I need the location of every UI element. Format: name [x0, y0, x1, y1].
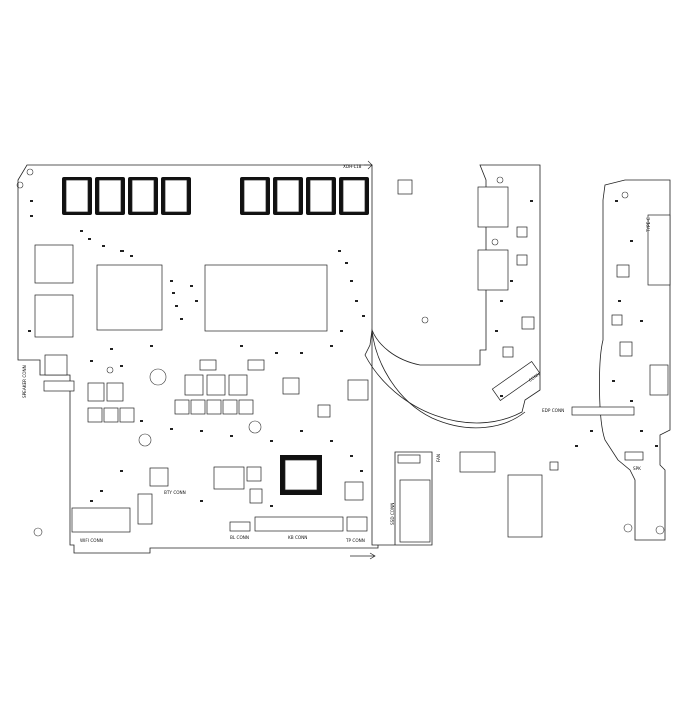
mid-chip-1 [516, 226, 528, 238]
mid-chip-2 [516, 254, 528, 266]
label-kb-conn: KB CONN [288, 535, 307, 540]
spk-connector [624, 451, 644, 461]
mounting-holes [16, 168, 665, 537]
ssd-connector [399, 479, 431, 543]
label-conn: CONN [528, 372, 541, 383]
memory-chips-right [240, 177, 369, 215]
label-type-c: TYPE-C [646, 217, 651, 233]
kb-connector [254, 516, 344, 532]
misc-chip-1 [213, 466, 245, 490]
label-spk: SPK [633, 466, 641, 471]
right-arrow-top [364, 160, 373, 170]
bty-conn-part [149, 467, 169, 487]
main-board-outline [17, 164, 433, 554]
audio-jack [649, 364, 669, 396]
label-ssd-conn: SSD CONN [390, 503, 395, 525]
small-components [28, 200, 658, 507]
ec-chip-core [284, 459, 318, 491]
power-stage-row [44, 354, 369, 423]
label-fan: FAN [436, 454, 441, 462]
misc-chip-4 [344, 481, 364, 501]
right-chip-2 [619, 341, 633, 357]
right-chip-1 [616, 264, 630, 278]
standalone-module-1 [459, 451, 496, 473]
misc-chip-5 [397, 179, 413, 195]
right-chip-3 [611, 314, 623, 326]
fan-connector [397, 454, 421, 464]
left-inductor-2 [34, 294, 74, 338]
cpu-package [204, 264, 328, 332]
middle-board-outline [364, 164, 541, 424]
standalone-module-2 [507, 474, 543, 538]
left-inductor-1 [34, 244, 74, 284]
usb-port-2 [477, 249, 509, 291]
misc-chip-3 [249, 488, 263, 504]
middle-board-arc [371, 329, 526, 429]
type-c-port [647, 214, 671, 286]
label-edp-conn: EDP CONN [542, 408, 564, 413]
standalone-chip-1 [549, 461, 559, 471]
gpu-package [96, 264, 163, 331]
misc-chip-2 [246, 466, 262, 482]
mid-chip-3 [521, 316, 535, 330]
bl-connector [229, 521, 251, 532]
wifi-connector [71, 507, 131, 533]
mid-chip-4 [502, 346, 514, 358]
right-arrow-bottom [350, 552, 376, 560]
memory-chips-left [62, 177, 191, 215]
label-bty-conn: BTY CONN [164, 490, 186, 495]
right-board-outline [599, 179, 671, 541]
display-conn-mid [491, 361, 541, 401]
label-top-right-mark: XDH-L18 [343, 164, 362, 169]
label-tp-conn: TP CONN [345, 538, 365, 543]
label-bl-conn: BL CONN [230, 535, 249, 540]
round-cap-2 [138, 433, 152, 447]
round-cap-3 [248, 420, 262, 434]
round-cap-1 [149, 368, 167, 386]
label-wifi-conn: WIFI CONN [80, 538, 103, 543]
label-speaker-conn-left: SPEAKER CONN [22, 365, 27, 398]
bty-connector [137, 493, 153, 525]
tp-connector [346, 516, 368, 532]
usb-port-1 [477, 186, 509, 228]
edp-connector [571, 406, 635, 416]
speaker-conn-left [43, 380, 75, 392]
